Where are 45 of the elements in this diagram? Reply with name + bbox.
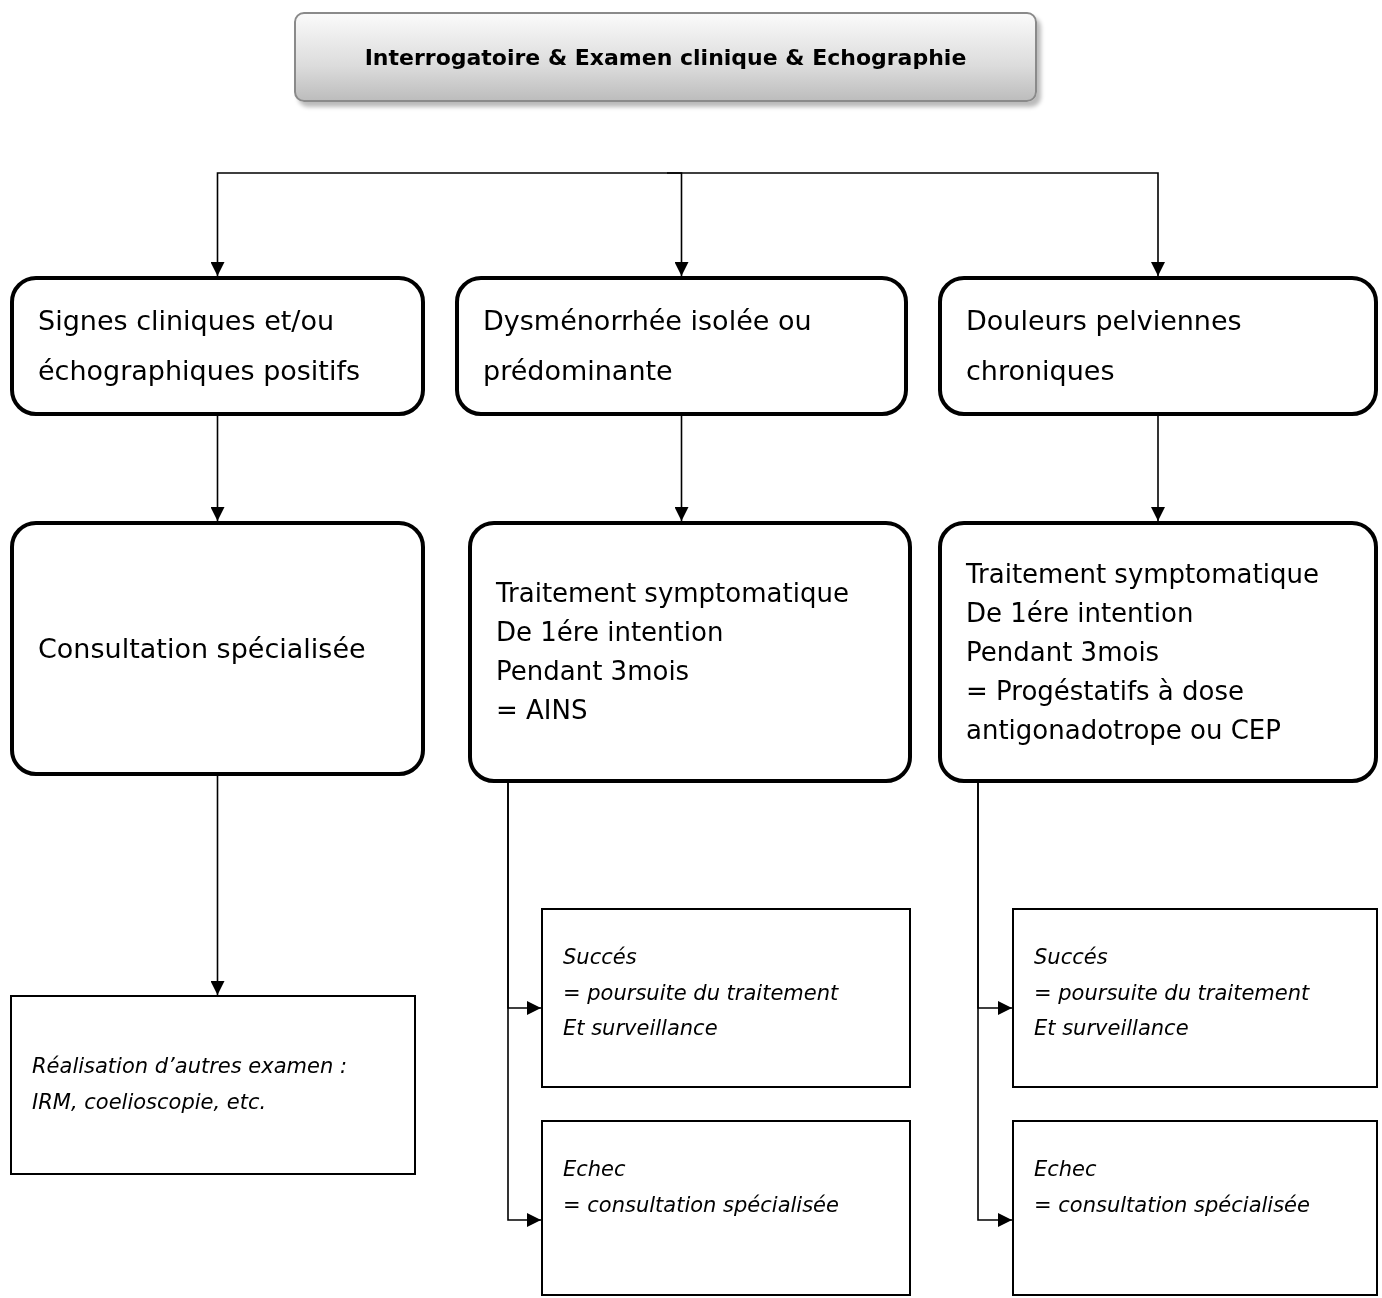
arrow bbox=[674, 415, 689, 522]
node-text: Réalisation d’autres examen : bbox=[32, 1053, 348, 1081]
node-text: Douleurs pelviennes chroniques bbox=[966, 304, 1243, 388]
arrow bbox=[210, 172, 668, 277]
node-text: De 1ére intention bbox=[966, 596, 1195, 630]
node-text: Traitement symptomatique bbox=[966, 557, 1320, 591]
node-text: Echec bbox=[563, 1156, 627, 1183]
rounded-box bbox=[938, 276, 1378, 416]
rounded-box bbox=[938, 521, 1378, 783]
node-text: Consultation spécialisée bbox=[38, 631, 367, 666]
node-text: De 1ére intention bbox=[496, 616, 725, 649]
node-text: = Progéstatifs à dose antigonadotrope ou CEP bbox=[966, 674, 1282, 747]
arrow bbox=[210, 775, 225, 996]
node-text: Interrogatoire & Examen clinique & Echographie bbox=[364, 44, 967, 70]
node-text: = consultation spécialisée bbox=[1034, 1191, 1311, 1219]
node-text: Dysménorrhée isolée ou prédominante bbox=[483, 304, 813, 388]
rounded-box bbox=[10, 521, 425, 776]
text-box bbox=[1012, 1120, 1378, 1296]
node-text: = poursuite du traitement bbox=[1034, 979, 1311, 1007]
arrow bbox=[977, 782, 1013, 1227]
title-box bbox=[294, 12, 1037, 102]
arrow bbox=[210, 415, 225, 522]
arrow bbox=[507, 782, 542, 1227]
node-text: = AINS bbox=[496, 694, 589, 727]
node-text: Echec bbox=[1034, 1156, 1098, 1183]
text-box bbox=[541, 908, 911, 1088]
rounded-box bbox=[468, 521, 912, 783]
node-text: = consultation spécialisée bbox=[563, 1191, 840, 1219]
node-text: Succés bbox=[1034, 944, 1109, 971]
node-text: IRM, coelioscopie, etc. bbox=[32, 1089, 268, 1116]
rounded-box bbox=[10, 276, 425, 416]
text-box bbox=[10, 995, 416, 1175]
node-text: Pendant 3mois bbox=[966, 635, 1161, 669]
node-text: Pendant 3mois bbox=[496, 655, 691, 688]
text-box bbox=[1012, 908, 1378, 1088]
rounded-box bbox=[455, 276, 908, 416]
arrow bbox=[1151, 415, 1165, 522]
node-text: Et surveillance bbox=[1034, 1015, 1190, 1043]
node-text: Signes cliniques et/ou échographiques positifs bbox=[38, 304, 362, 388]
node-text: = poursuite du traitement bbox=[563, 979, 840, 1007]
node-text: Et surveillance bbox=[563, 1015, 719, 1043]
node-text: Succés bbox=[563, 944, 638, 971]
node-text: Traitement symptomatique bbox=[496, 577, 850, 610]
text-box bbox=[541, 1120, 911, 1296]
arrow bbox=[666, 172, 1165, 277]
